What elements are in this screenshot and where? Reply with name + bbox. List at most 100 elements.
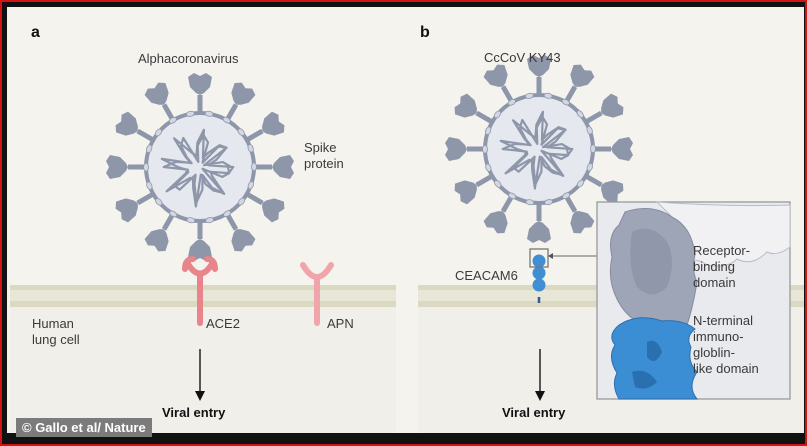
- viral-envelope: [144, 111, 256, 223]
- spike-protein-icon: [115, 198, 138, 223]
- membrane-protein: [169, 210, 178, 218]
- membrane-protein: [237, 128, 245, 136]
- panel-label-a: a: [31, 24, 40, 41]
- ntd-line-1: N-terminal: [693, 313, 753, 328]
- ace2-receptor: [182, 256, 218, 326]
- alphacoronavirus-particle: [106, 73, 294, 261]
- ntd-line-2: immuno-: [693, 329, 744, 344]
- membrane-protein: [507, 99, 516, 106]
- spike-protein-icon: [445, 137, 467, 161]
- cell-label-line-1: Human: [32, 316, 74, 331]
- membrane-protein: [485, 126, 492, 136]
- cell-interior-a: [10, 307, 396, 433]
- membrane-protein: [186, 110, 195, 117]
- ntd-line-4: like domain: [693, 361, 759, 376]
- spike-protein-icon: [454, 180, 477, 205]
- viral-entry-label-a: Viral entry: [162, 405, 226, 420]
- spike-protein-label: Spike protein: [304, 140, 344, 172]
- membrane-protein: [562, 192, 571, 199]
- membrane-protein: [482, 144, 488, 154]
- membrane-protein: [247, 180, 254, 190]
- spike-protein-icon: [188, 239, 212, 261]
- spike-protein-icon: [231, 82, 256, 105]
- membrane-protein: [576, 179, 585, 188]
- spike-protein-icon: [262, 198, 285, 223]
- n-terminal-domain-label: N-terminal immuno- globlin- like domain: [693, 313, 759, 377]
- spike-label-line-2: protein: [304, 156, 344, 171]
- virus-label-b: CcCoV KY43: [484, 50, 561, 65]
- spike-protein-icon: [115, 111, 138, 136]
- spike-protein-icon: [144, 229, 169, 252]
- membrane-protein: [204, 110, 214, 117]
- pointer-arrow-icon: [548, 253, 553, 259]
- spike-protein-icon: [188, 73, 212, 95]
- spike-protein-icon: [144, 82, 169, 105]
- ntd-line-3: globlin-: [693, 345, 735, 360]
- ceacam6-receptor: [529, 248, 599, 303]
- membrane-protein: [494, 180, 502, 188]
- viral-envelope: [483, 93, 595, 205]
- spike-protein-icon: [483, 64, 508, 87]
- membrane-protein: [485, 163, 492, 172]
- human-lung-cell-label: Human lung cell: [32, 316, 80, 348]
- apn-label: APN: [327, 316, 354, 331]
- cell-label-line-2: lung cell: [32, 332, 80, 347]
- spike-protein-icon: [527, 221, 551, 243]
- inset-structure: [596, 201, 791, 400]
- spike-protein-icon: [106, 155, 128, 179]
- spike-protein-icon: [601, 180, 624, 205]
- membrane-protein: [186, 217, 196, 224]
- membrane-protein: [146, 181, 153, 190]
- membrane-protein: [247, 144, 254, 153]
- membrane-protein: [576, 110, 584, 118]
- image-credit: © Gallo et al/ Nature: [16, 418, 152, 437]
- cccov-ky43-particle: [445, 55, 633, 243]
- diagram-artwork: [10, 55, 804, 433]
- ceacam6-label: CEACAM6: [455, 268, 518, 283]
- membrane-protein: [154, 128, 163, 137]
- membrane-protein: [223, 210, 232, 217]
- membrane-protein: [543, 92, 553, 99]
- membrane-protein: [155, 198, 163, 206]
- membrane-protein: [251, 162, 257, 172]
- panel-label-b: b: [420, 24, 430, 41]
- membrane-protein: [205, 217, 214, 224]
- membrane-protein: [544, 199, 553, 206]
- spike-protein-icon: [601, 93, 624, 118]
- viral-rna: [499, 110, 574, 190]
- entry-arrow-b: [535, 349, 545, 401]
- membrane-protein: [168, 117, 177, 124]
- membrane-protein: [590, 144, 596, 154]
- spike-protein-icon: [454, 93, 477, 118]
- membrane-protein: [525, 199, 535, 206]
- spike-label-line-1: Spike: [304, 140, 337, 155]
- spike-protein-icon: [570, 64, 595, 87]
- membrane-protein: [586, 162, 593, 172]
- membrane-protein: [586, 126, 593, 135]
- spike-protein-icon: [272, 155, 294, 179]
- membrane-protein: [146, 144, 153, 154]
- spike-protein-icon: [611, 137, 633, 161]
- viral-rna: [160, 128, 235, 208]
- ace2-label: ACE2: [206, 316, 240, 331]
- spike-protein-icon: [231, 229, 256, 252]
- viral-entry-label-b: Viral entry: [502, 405, 566, 420]
- membrane-protein: [237, 197, 246, 206]
- membrane-protein: [222, 116, 231, 124]
- figure-canvas: a b Alphacoronavirus CcCoV KY43 Spike pr…: [7, 7, 804, 433]
- membrane-protein: [525, 92, 534, 99]
- entry-arrow-a: [195, 349, 205, 401]
- apn-receptor: [300, 262, 334, 326]
- rbd-line-1: Receptor-: [693, 243, 751, 258]
- spike-protein-icon: [483, 211, 508, 234]
- membrane-protein: [561, 98, 570, 106]
- spike-protein-icon: [527, 55, 551, 77]
- receptor-binding-domain-label: Receptor- binding domain: [693, 243, 750, 291]
- rbd-line-2: binding: [693, 259, 735, 274]
- membrane-protein: [143, 162, 149, 172]
- spike-protein-icon: [262, 111, 285, 136]
- spike-protein-icon: [570, 211, 595, 234]
- membrane-protein: [508, 192, 517, 200]
- highlight-box: [529, 248, 549, 268]
